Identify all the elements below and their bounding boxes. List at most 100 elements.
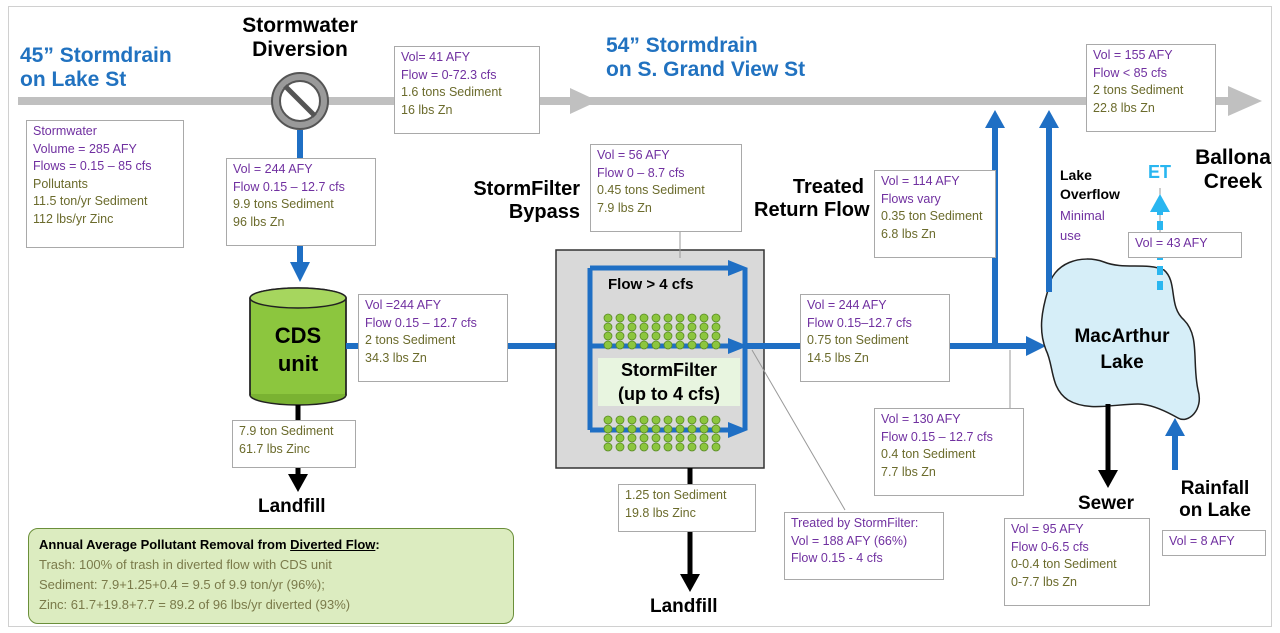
pollutant-removal-summary: Annual Average Pollutant Removal from Di… <box>28 528 514 624</box>
filter-cartridge <box>639 340 649 350</box>
sewer-box: Vol = 95 AFY Flow 0-6.5 cfs 0-0.4 ton Se… <box>1004 518 1150 606</box>
filter-cartridges-top <box>603 313 721 350</box>
filter-cartridge <box>615 331 625 341</box>
filter-cartridge <box>699 322 709 332</box>
filter-cartridge <box>651 442 661 452</box>
summary-sediment: Sediment: 7.9+1.25+0.4 = 9.5 of 9.9 ton/… <box>39 577 325 592</box>
filter-cartridge <box>651 322 661 332</box>
filter-cartridge <box>675 433 685 443</box>
filter-cartridge <box>711 340 721 350</box>
stormwater-inflow-box: Stormwater Volume = 285 AFY Flows = 0.15… <box>26 120 184 248</box>
filter-cartridge <box>651 415 661 425</box>
landfill-left-label: Landfill <box>258 496 326 517</box>
filter-cartridge <box>663 424 673 434</box>
cds-outflow-box: Vol =244 AFY Flow 0.15 – 12.7 cfs 2 tons… <box>358 294 508 382</box>
flow-gt-4-label: Flow > 4 cfs <box>608 276 694 293</box>
filter-cartridge <box>687 313 697 323</box>
filter-cartridge <box>603 340 613 350</box>
filter-cartridge <box>711 424 721 434</box>
stormdrain-54-label: 54” Stormdrain on S. Grand View St <box>606 34 806 82</box>
filter-cartridge <box>627 331 637 341</box>
outflow-box: Vol = 155 AFY Flow < 85 cfs 2 tons Sedim… <box>1086 44 1216 132</box>
filter-cartridge <box>663 322 673 332</box>
filter-cartridge <box>651 433 661 443</box>
return-flow-arrowhead <box>985 110 1005 128</box>
stormfilter-to-landfill-arrowhead <box>680 574 700 592</box>
filter-cartridge <box>639 322 649 332</box>
filter-cartridge <box>639 433 649 443</box>
filter-cartridge <box>663 331 673 341</box>
treated-return-flow-label: Treated Return Flow <box>754 176 870 221</box>
stormfilter-outflow-box: Vol = 244 AFY Flow 0.15–12.7 cfs 0.75 to… <box>800 294 950 382</box>
et-arrowhead <box>1150 194 1170 212</box>
filter-cartridge <box>603 313 613 323</box>
stormdrain-45-label: 45” Stormdrain on Lake St <box>20 44 172 92</box>
stormfilter-bypass-box: Vol = 56 AFY Flow 0 – 8.7 cfs 0.45 tons … <box>590 144 742 232</box>
summary-zinc: Zinc: 61.7+19.8+7.7 = 89.2 of 96 lbs/yr … <box>39 597 351 612</box>
filter-cartridge <box>675 415 685 425</box>
channel-mid-arrowhead <box>728 338 748 354</box>
filter-cartridge <box>615 424 625 434</box>
filter-cartridge <box>687 433 697 443</box>
filter-cartridge <box>603 433 613 443</box>
filter-cartridge <box>663 433 673 443</box>
filter-cartridge <box>651 340 661 350</box>
filter-cartridges-bottom <box>603 415 721 452</box>
filter-cartridge <box>603 322 613 332</box>
cds-to-landfill-arrowhead <box>288 474 308 492</box>
diversion-valve-icon <box>271 72 329 130</box>
filter-cartridge <box>639 313 649 323</box>
filter-cartridge <box>603 331 613 341</box>
filter-cartridge <box>639 415 649 425</box>
filter-cartridge <box>663 415 673 425</box>
filter-cartridge <box>627 313 637 323</box>
channel-top-arrowhead <box>728 260 748 276</box>
filter-cartridge <box>711 415 721 425</box>
macarthur-lake <box>1040 258 1201 421</box>
summary-title: Annual Average Pollutant Removal from Di… <box>39 537 380 552</box>
filter-cartridge <box>675 322 685 332</box>
cds-removed-box: 7.9 ton Sediment 61.7 lbs Zinc <box>232 420 356 468</box>
diversion-label: Stormwater Diversion <box>242 14 358 62</box>
filter-cartridge <box>687 331 697 341</box>
landfill-center-label: Landfill <box>650 596 718 617</box>
filter-cartridge <box>699 424 709 434</box>
filter-cartridge <box>687 424 697 434</box>
filter-cartridge <box>615 442 625 452</box>
bypass-main-box: Vol= 41 AFY Flow = 0-72.3 cfs 1.6 tons S… <box>394 46 540 134</box>
filter-cartridge <box>663 442 673 452</box>
filter-cartridge <box>651 424 661 434</box>
filter-cartridge <box>711 442 721 452</box>
rainfall-arrowhead <box>1165 418 1185 436</box>
cds-unit-label: CDS unit <box>274 323 322 376</box>
main-pipe-arrowhead-end <box>1228 86 1262 116</box>
filter-cartridge <box>615 433 625 443</box>
treated-by-stormfilter-box: Treated by StormFilter: Vol = 188 AFY (6… <box>784 512 944 580</box>
to-lake-box: Vol = 130 AFY Flow 0.15 – 12.7 cfs 0.4 t… <box>874 408 1024 496</box>
filter-cartridge <box>603 442 613 452</box>
rainfall-label: Rainfall on Lake <box>1179 478 1251 521</box>
flow-to-cds-arrowhead <box>290 262 310 282</box>
filter-cartridge <box>627 433 637 443</box>
sewer-label: Sewer <box>1078 493 1134 514</box>
stormfilter-removed-box: 1.25 ton Sediment 19.8 lbs Zinc <box>618 484 756 532</box>
treated-return-box: Vol = 114 AFY Flows vary 0.35 ton Sedime… <box>874 170 996 258</box>
filter-cartridge <box>699 433 709 443</box>
filter-cartridge <box>627 340 637 350</box>
filter-cartridge <box>711 433 721 443</box>
macarthur-lake-label: MacArthur Lake <box>1074 326 1170 373</box>
filter-cartridge <box>711 322 721 332</box>
summary-trash: Trash: 100% of trash in diverted flow wi… <box>39 557 332 572</box>
ballona-creek-label: Ballona Creek <box>1195 146 1271 194</box>
filter-cartridge <box>687 442 697 452</box>
treated-leader <box>751 349 846 511</box>
et-label: ET <box>1148 162 1172 182</box>
filter-cartridge <box>675 340 685 350</box>
filter-cartridge <box>651 313 661 323</box>
filter-cartridge <box>639 331 649 341</box>
filter-cartridge <box>627 424 637 434</box>
diversion-box: Vol = 244 AFY Flow 0.15 – 12.7 cfs 9.9 t… <box>226 158 376 246</box>
filter-cartridge <box>603 424 613 434</box>
